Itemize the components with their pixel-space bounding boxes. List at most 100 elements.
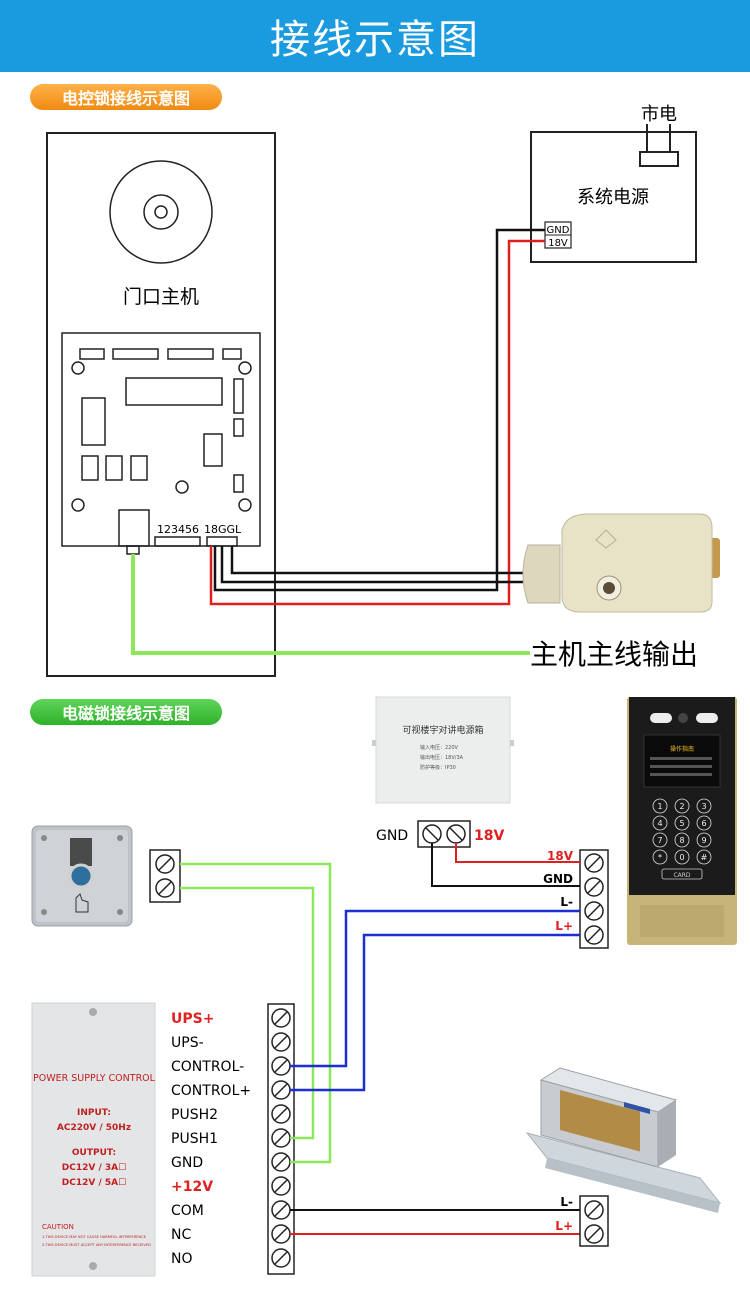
section1-title: 电控锁接线示意图: [30, 84, 222, 110]
card-label: CARD: [673, 872, 690, 879]
wire-18v: [209, 239, 545, 606]
terminal-screw: [271, 1008, 291, 1028]
terminal-label: COM: [171, 1203, 204, 1219]
intercom-term-lminus: L-: [560, 895, 573, 909]
electric-lock-image: [522, 513, 720, 613]
wire-bus-output: [131, 554, 530, 655]
wire-control-minus: [290, 909, 580, 1068]
mains-label: 市电: [641, 104, 677, 125]
header-banner: 接线示意图: [0, 0, 750, 72]
exit-button-image: [31, 825, 133, 927]
circuit-board: [61, 332, 261, 555]
psu-terminal-gnd: GND: [547, 225, 570, 236]
wire-exit-gnd: [180, 862, 332, 1164]
terminal-label: UPS+: [171, 1011, 214, 1027]
board-port-left-label: 123456: [157, 523, 199, 536]
keypad-key: [696, 815, 712, 831]
keypad-key-label: 0: [679, 853, 684, 862]
wire-lock-l: [230, 546, 528, 575]
terminal-label: UPS-: [171, 1035, 204, 1051]
control-terminal-labels: UPS+UPS-CONTROL-CONTROL+PUSH2PUSH1GND+12…: [171, 1011, 251, 1267]
system-psu-box: [530, 131, 697, 263]
maglock-terminal-block: [579, 1195, 609, 1247]
svg-text:防护等级：IP30: 防护等级：IP30: [420, 764, 456, 771]
keypad-key: [652, 798, 668, 814]
keypad-key: [674, 798, 690, 814]
host-label: 门口主机: [123, 286, 199, 308]
keypad-key: [674, 815, 690, 831]
intercom-psu-image: 可视楼宇对讲电源箱 输入电压：220V 输出电压：18V/3A 防护等级：IP3…: [372, 696, 514, 804]
svg-text:输入电压：220V: 输入电压：220V: [420, 744, 459, 751]
terminal-label: PUSH2: [171, 1107, 218, 1123]
board-port-right-label: 18GGL: [204, 523, 242, 536]
keypad-key: [674, 849, 690, 865]
terminal-label: CONTROL-: [171, 1059, 244, 1075]
mains-plug-icon: [639, 124, 679, 167]
exit-terminal-block: [149, 849, 181, 903]
psu-label: 系统电源: [577, 187, 649, 208]
terminal-label: NO: [171, 1251, 193, 1267]
psc-brand: POWER SUPPLY CONTROL: [33, 1073, 156, 1084]
output-label: 主机主线输出: [530, 638, 698, 671]
page-title: 接线示意图: [270, 17, 480, 63]
terminal-label: PUSH1: [171, 1131, 218, 1147]
control-terminal-block: [267, 1003, 295, 1275]
keypad-key: [652, 849, 668, 865]
terminal-screw: [271, 1104, 291, 1124]
keypad-key-label: 5: [679, 819, 684, 828]
intercom-term-18v: 18V: [547, 849, 574, 863]
psu-box-label: 可视楼宇对讲电源箱: [402, 724, 483, 736]
keypad-key: [652, 815, 668, 831]
small-psu-gnd-label: GND: [376, 828, 408, 844]
keypad-key-label: 9: [701, 836, 706, 845]
keypad-key: [696, 798, 712, 814]
keypad-key: [674, 832, 690, 848]
terminal-screw: [271, 1176, 291, 1196]
terminal-label: NC: [171, 1227, 191, 1243]
wire-psu-18v: [455, 843, 580, 863]
psu-terminal-18v: 18V: [548, 238, 568, 249]
door-host-panel: [46, 132, 276, 677]
magnetic-lock-image: [525, 1067, 722, 1213]
maglock-term-lminus: L-: [560, 1195, 573, 1209]
speaker-icon: [109, 160, 213, 264]
psc-output-2: DC12V / 5A☐: [62, 1178, 126, 1188]
wire-psu-gnd: [431, 843, 580, 887]
keypad-key: [696, 832, 712, 848]
wire-lock-g: [220, 546, 528, 584]
keypad-key-label: 8: [679, 836, 684, 845]
wire-control-plus: [290, 933, 580, 1092]
keypad-key: [652, 832, 668, 848]
keypad-key-label: 1: [657, 802, 662, 811]
psc-caution-2: 2.THIS DEVICE MUST ACCEPT ANY INTERFEREN…: [42, 1243, 151, 1247]
terminal-label: GND: [171, 1155, 203, 1171]
keypad-key-label: 3: [701, 802, 706, 811]
psc-input-title: INPUT:: [77, 1108, 111, 1118]
keypad-key-label: #: [701, 853, 708, 862]
intercom-term-lplus: L+: [555, 919, 573, 933]
terminal-label: CONTROL+: [171, 1083, 251, 1099]
keypad-key-label: *: [658, 853, 662, 862]
small-psu-18v-label: 18V: [474, 828, 504, 844]
psc-output-title: OUTPUT:: [72, 1148, 116, 1158]
keypad-key: [696, 849, 712, 865]
intercom-term-gnd: GND: [543, 872, 573, 886]
keypad-key-label: 6: [701, 819, 706, 828]
terminal-screw: [271, 1032, 291, 1052]
screen-title: 操作指南: [670, 745, 694, 753]
intercom-terminal-block: [579, 849, 609, 949]
psc-input-value: AC220V / 50Hz: [57, 1123, 131, 1133]
terminal-screw: [271, 1248, 291, 1268]
psc-caution-title: CAUTION: [42, 1223, 74, 1231]
wire-gnd: [213, 228, 545, 592]
keypad-key-label: 7: [657, 836, 662, 845]
power-supply-control-image: POWER SUPPLY CONTROL INPUT: AC220V / 50H…: [31, 1002, 156, 1277]
maglock-term-lplus: L+: [555, 1219, 573, 1233]
svg-text:输出电压：18V/3A: 输出电压：18V/3A: [420, 754, 464, 761]
small-psu-terminal: [417, 820, 471, 848]
wire-exit-push1: [180, 886, 315, 1140]
psc-caution-1: 1.THIS DEVICE MAY NOT CAUSE HARMFUL INTE…: [42, 1235, 147, 1239]
